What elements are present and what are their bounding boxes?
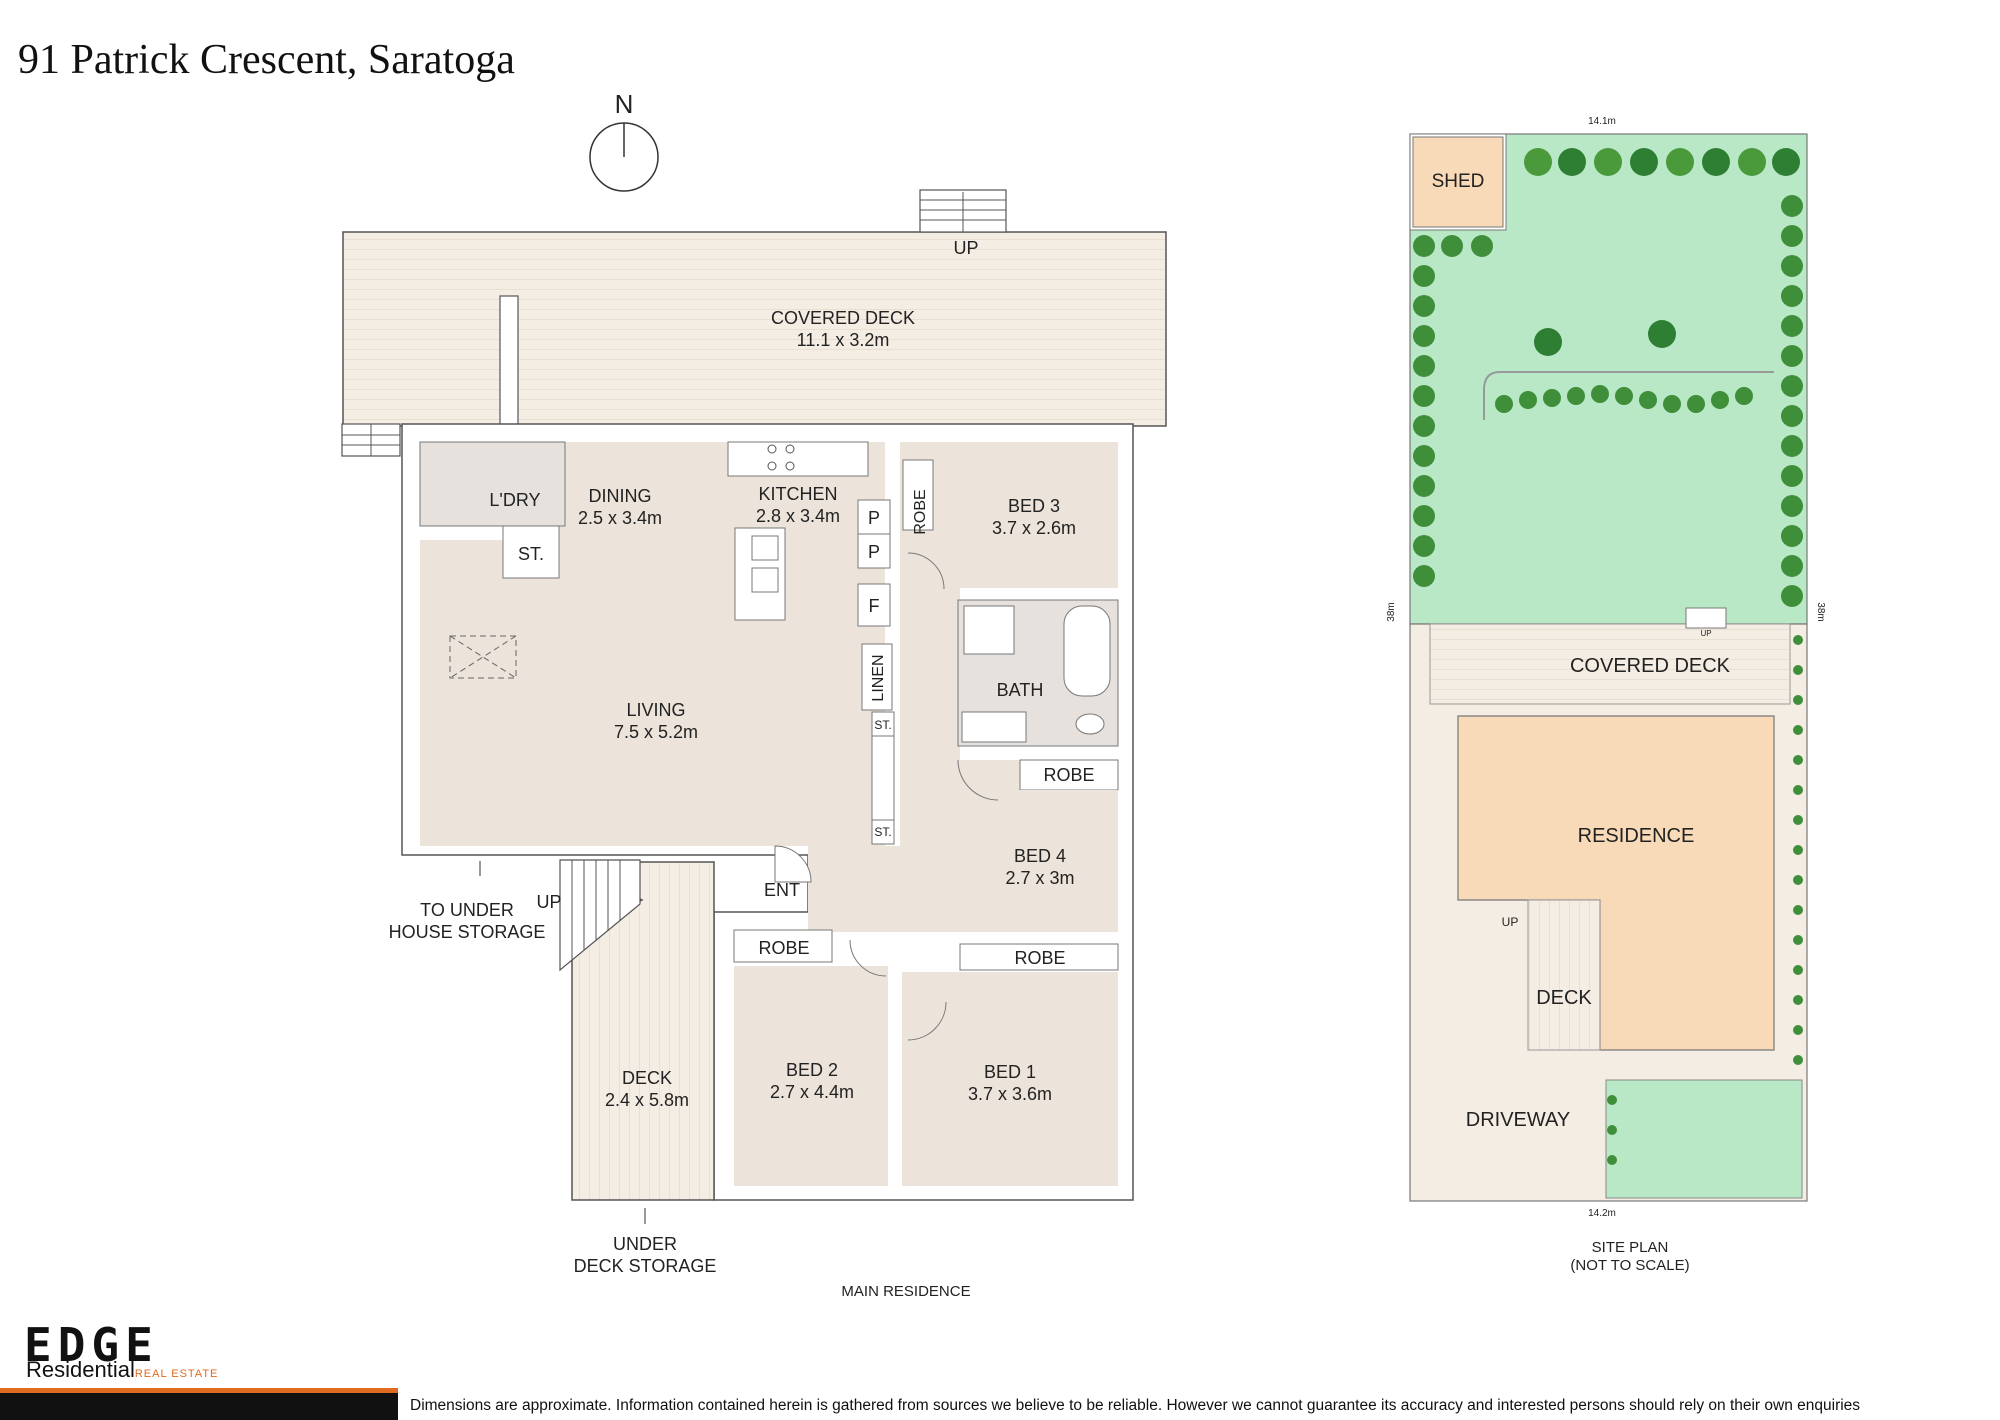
robe-bed2: ROBE (758, 938, 809, 958)
bathtub-icon (1063, 605, 1111, 697)
living-name: LIVING (626, 700, 685, 720)
fridge-label: F (869, 596, 880, 616)
logo-residential: Residential (26, 1357, 135, 1382)
edge-logo: EDGE (24, 1318, 159, 1372)
hedge-right-front (1607, 635, 1803, 1165)
living-size: 7.5 x 5.2m (614, 722, 698, 742)
kitchen-name: KITCHEN (758, 484, 837, 504)
site-covered-deck-label: COVERED DECK (1570, 655, 1731, 677)
bed2-name: BED 2 (786, 1060, 838, 1080)
shed-label: SHED (1432, 171, 1485, 192)
skylight-icon (449, 635, 517, 679)
site-deck-label: DECK (1536, 987, 1592, 1009)
under-deck-1: UNDER (613, 1234, 677, 1254)
to-under-house-2: HOUSE STORAGE (389, 922, 546, 942)
trees-left-column (1413, 235, 1493, 587)
st-small-1: ST. (874, 718, 891, 732)
storage-cupboard (502, 525, 560, 579)
dining-size: 2.5 x 3.4m (578, 508, 662, 528)
bed1-size: 3.7 x 3.6m (968, 1084, 1052, 1104)
side-deck-area (571, 861, 715, 1201)
page-title: 91 Patrick Crescent, Saratoga (18, 37, 515, 83)
bed3-name: BED 3 (1008, 496, 1060, 516)
robe-bed1: ROBE (1014, 948, 1065, 968)
site-up-label: UP (1502, 915, 1519, 929)
shower-icon (963, 605, 1015, 655)
footer-accent-bar (0, 1388, 398, 1394)
site-deck (1527, 899, 1601, 1051)
compass: N (589, 89, 659, 192)
bed2-floor (734, 966, 888, 1186)
stove-icon (767, 444, 795, 471)
deck-name: DECK (622, 1068, 672, 1088)
disclaimer-text: Dimensions are approximate. Information … (410, 1397, 1861, 1414)
up-left-label: UP (536, 892, 561, 912)
pantry-2: P (868, 542, 880, 562)
bed1-floor (902, 972, 1118, 1186)
covered-deck-size: 11.1 x 3.2m (797, 330, 890, 350)
vanity-icon (961, 711, 1027, 743)
site-width-bottom: 14.2m (1588, 1208, 1616, 1219)
up-top-label: UP (953, 238, 978, 258)
site-depth-left: 38m (1386, 602, 1397, 621)
driveway-label: DRIVEWAY (1466, 1109, 1570, 1131)
trees-top-row (1524, 148, 1800, 176)
covered-deck-name: COVERED DECK (771, 308, 915, 328)
side-deck-steps (559, 859, 641, 972)
site-plan (1409, 133, 1808, 1202)
to-under-house-1: TO UNDER (420, 900, 514, 920)
laundry-name: L'DRY (489, 490, 540, 510)
shed-area (1412, 136, 1504, 228)
laundry-floor (419, 441, 566, 527)
site-up-small-label: UP (1700, 629, 1711, 638)
under-deck-2: DECK STORAGE (574, 1256, 717, 1276)
robe-bed4: ROBE (1043, 765, 1094, 785)
pantry-1: P (868, 508, 880, 528)
bed4-size: 2.7 x 3m (1005, 868, 1074, 888)
edge-logo-sub: ResidentialREAL ESTATE (26, 1357, 218, 1383)
logo-real-estate: REAL ESTATE (134, 1368, 219, 1380)
bed2-size: 2.7 x 4.4m (770, 1082, 854, 1102)
site-caption-2: (NOT TO SCALE) (1570, 1257, 1689, 1274)
site-width-top: 14.1m (1588, 116, 1616, 127)
site-depth-right: 38m (1815, 602, 1826, 621)
site-caption-1: SITE PLAN (1592, 1239, 1669, 1256)
deck-steps-top (919, 189, 1007, 233)
toilet-icon (1075, 713, 1105, 735)
kitchen-island (734, 527, 786, 621)
storage-name: ST. (518, 544, 544, 564)
robe-bed3: ROBE (912, 489, 929, 534)
deck-size: 2.4 x 5.8m (605, 1090, 689, 1110)
bed4-floor (960, 790, 1118, 932)
bed3-floor (940, 442, 1118, 588)
st-small-2: ST. (874, 825, 891, 839)
entry-label: ENT (764, 880, 800, 900)
front-lawn (1605, 1079, 1803, 1199)
kitchen-counter (727, 441, 869, 477)
footer-black-bar (0, 1393, 398, 1420)
bed1-name: BED 1 (984, 1062, 1036, 1082)
deck-steps-left (341, 423, 401, 457)
bed3-size: 3.7 x 2.6m (992, 518, 1076, 538)
kitchen-size: 2.8 x 3.4m (756, 506, 840, 526)
residence-label: RESIDENCE (1578, 825, 1695, 847)
dining-name: DINING (589, 486, 652, 506)
compass-north-label: N (615, 89, 634, 119)
bath-name: BATH (997, 680, 1044, 700)
covered-deck-area (342, 231, 1167, 427)
main-plan-caption: MAIN RESIDENCE (841, 1283, 970, 1300)
linen-label: LINEN (870, 654, 887, 701)
trees-mid-row (1495, 320, 1753, 413)
bed4-name: BED 4 (1014, 846, 1066, 866)
trees-right-column (1781, 195, 1803, 607)
